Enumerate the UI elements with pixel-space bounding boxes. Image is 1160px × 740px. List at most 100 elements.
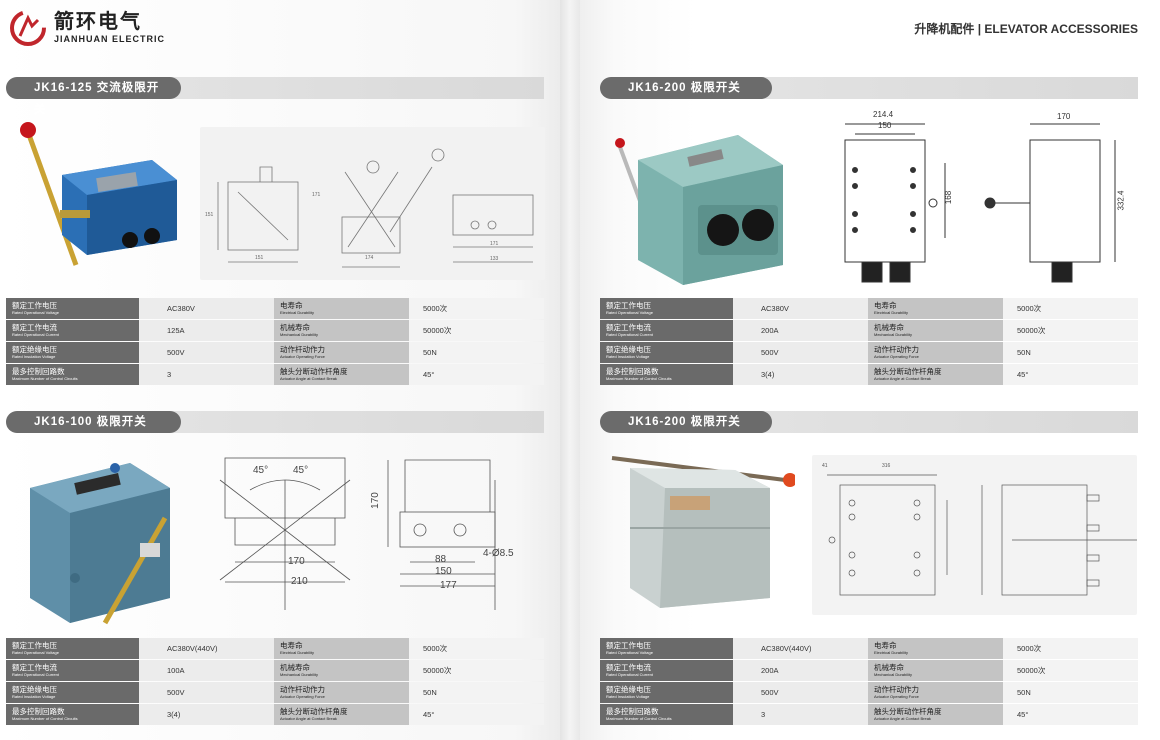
spec-label: 动作杆动作力 <box>280 345 325 354</box>
spec-label-en: Actuator Operating Force <box>874 694 919 699</box>
spec-value: 500V <box>139 342 274 363</box>
spec-label: 电寿命 <box>874 641 897 650</box>
spec-label-en: Actuator Angle at Contact Break <box>280 376 337 381</box>
spec-label-en: Rated Operational Voltage <box>12 650 59 655</box>
dimension-label: 45° <box>253 465 269 476</box>
product-photo-jk16-100 <box>20 448 185 628</box>
spec-label-en: Actuator Angle at Contact Break <box>874 716 931 721</box>
spec-label: 机械寿命 <box>280 323 310 332</box>
technical-drawing-jk16-200-b: 41 316 <box>812 455 1137 615</box>
dimension-label: 170 <box>1057 112 1071 121</box>
section-title: JK16-200 极限开关 <box>600 411 772 433</box>
spec-label-en: Electrical Durability <box>874 310 909 315</box>
spec-value: 50000次 <box>409 660 544 681</box>
spec-label: 触头分断动作杆角度 <box>874 367 942 376</box>
section-banner: JK16-200 极限开关 <box>600 411 1138 433</box>
spec-label-en: Mechanical Durability <box>280 332 319 337</box>
right-page: 升降机配件 | ELEVATOR ACCESSORIES JK16-200 极限… <box>580 0 1160 740</box>
section-banner: JK16-125 交流极限开关 <box>6 77 544 116</box>
dimension-label: 41 <box>822 463 828 469</box>
spec-label: 电寿命 <box>280 641 303 650</box>
spec-label: 额定工作电压 <box>12 301 57 310</box>
spec-label-en: Electrical Durability <box>874 650 909 655</box>
dimension-label: 150 <box>878 121 892 130</box>
dimension-label: 214.4 <box>873 110 894 119</box>
spec-value: 50000次 <box>1003 660 1138 681</box>
spec-label-en: Actuator Operating Force <box>280 694 325 699</box>
spec-value: 125A <box>139 320 274 341</box>
spec-value: 3 <box>733 704 868 725</box>
spec-label-en: Mechanical Durability <box>874 672 913 677</box>
spec-value: 5000次 <box>1003 638 1138 659</box>
spec-label: 机械寿命 <box>874 663 904 672</box>
spec-value: 50000次 <box>409 320 544 341</box>
spec-label: 额定绝缘电压 <box>12 685 57 694</box>
spec-label: 额定工作电流 <box>12 323 57 332</box>
spec-value: 200A <box>733 660 868 681</box>
page-category-header: 升降机配件 | ELEVATOR ACCESSORIES <box>914 22 1138 36</box>
dimension-label: 133 <box>490 256 499 262</box>
spec-value: 500V <box>139 682 274 703</box>
section-banner: JK16-100 极限开关 <box>6 411 544 433</box>
dimension-label: 151 <box>255 255 264 261</box>
spec-label: 机械寿命 <box>280 663 310 672</box>
spec-value: 500V <box>733 342 868 363</box>
section-title: JK16-125 交流极限开关 <box>6 77 181 116</box>
spec-label: 动作杆动作力 <box>280 685 325 694</box>
brand-name-en: JIANHUAN ELECTRIC <box>54 34 166 44</box>
brand-name-cn: 箭环电气 <box>54 11 142 33</box>
product-photo-jk16-125 <box>12 120 187 280</box>
spec-label-en: Rated Operational Voltage <box>12 310 59 315</box>
spec-label-en: Maximum Number of Control Circuits <box>606 376 672 381</box>
spec-value: 3(4) <box>733 364 868 385</box>
dimension-label: 177 <box>440 580 457 591</box>
dimension-label: 174 <box>365 255 374 261</box>
spec-label-en: Rated Operational Current <box>12 332 59 337</box>
spec-label-en: Mechanical Durability <box>280 672 319 677</box>
dimension-label: 170 <box>369 492 381 509</box>
spec-value: AC380V <box>139 298 274 319</box>
spec-value: AC380V(440V) <box>139 638 274 659</box>
dimension-label: 316 <box>882 463 891 469</box>
dimension-label: 168 <box>944 190 954 205</box>
spec-value: AC380V(440V) <box>733 638 868 659</box>
spec-value: 100A <box>139 660 274 681</box>
spec-value: 45° <box>409 704 544 725</box>
dimension-label: 171 <box>312 192 321 198</box>
spec-label-en: Maximum Number of Control Circuits <box>12 376 78 381</box>
spec-label-en: Rated Insulation Voltage <box>12 354 56 359</box>
spec-label: 额定工作电压 <box>606 301 651 310</box>
brand-logo: 箭环电气 JIANHUAN ELECTRIC <box>8 8 165 48</box>
spec-label: 最多控制回路数 <box>12 707 65 716</box>
section-title: JK16-200 极限开关 <box>600 77 772 99</box>
spec-label: 额定绝缘电压 <box>606 345 651 354</box>
spec-label: 动作杆动作力 <box>874 685 919 694</box>
spec-value: AC380V <box>733 298 868 319</box>
spec-value: 50N <box>409 682 544 703</box>
spec-label-en: Rated Insulation Voltage <box>12 694 56 699</box>
technical-drawing-jk16-200-a: 214.4 150 168 170 332.4 <box>815 108 1140 293</box>
spec-value: 500V <box>733 682 868 703</box>
spec-label: 额定工作电流 <box>606 323 651 332</box>
spec-value: 3 <box>139 364 274 385</box>
spec-label: 电寿命 <box>874 301 897 310</box>
spec-label-en: Actuator Operating Force <box>874 354 919 359</box>
left-page: 箭环电气 JIANHUAN ELECTRIC JK16-125 交流极限开关 <box>0 0 560 740</box>
spec-label-en: Electrical Durability <box>280 310 315 315</box>
dimension-label: 332.4 <box>1116 190 1126 211</box>
